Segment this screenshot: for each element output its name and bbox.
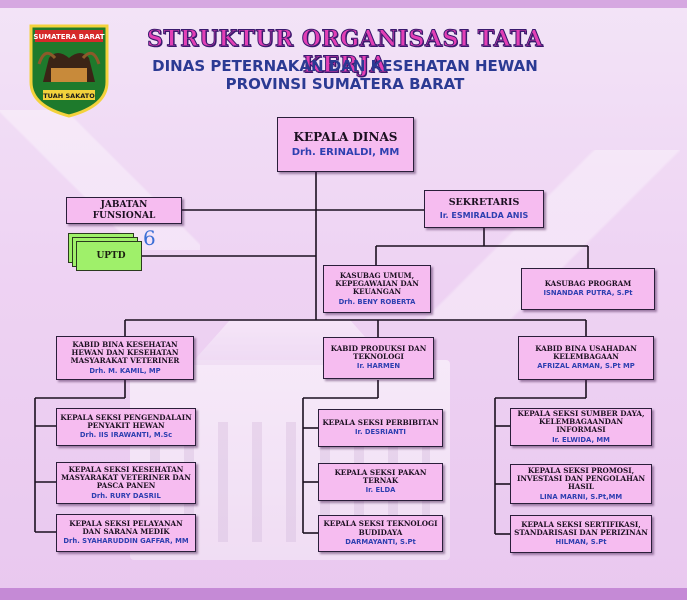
node-jabatan-fungsional-title: JABATAN FUNSIONAL bbox=[92, 200, 156, 221]
node-seksi-sumberdaya-title: KEPALA SEKSI SUMBER DAYA, KELEMBAGAANDAN… bbox=[517, 408, 645, 435]
node-seksi-promosi-name: LINA MARNI, S.Pt,MM bbox=[539, 492, 623, 501]
node-seksi-pelayanan-title: KEPALA SEKSI PELAYANAN DAN SARANA MEDIK bbox=[69, 518, 183, 537]
node-kasubag-umum-name: Drh. BENY ROBERTA bbox=[338, 297, 416, 306]
node-seksi-perbibitan: KEPALA SEKSI PERBIBITAN Ir. DESRIANTI bbox=[318, 409, 443, 447]
node-seksi-pengendalian: KEPALA SEKSI PENGENDALAIN PENYAKIT HEWAN… bbox=[56, 408, 196, 446]
node-sekretaris-title: SEKRETARIS bbox=[448, 196, 520, 208]
node-jabatan-fungsional: JABATAN FUNSIONAL bbox=[66, 197, 182, 224]
node-seksi-sumberdaya: KEPALA SEKSI SUMBER DAYA, KELEMBAGAANDAN… bbox=[510, 408, 652, 446]
node-kepala-dinas-title: KEPALA DINAS bbox=[293, 129, 398, 144]
node-kasubag-program-name: ISNANDAR PUTRA, S.Pt bbox=[543, 289, 633, 298]
node-seksi-pakan: KEPALA SEKSI PAKAN TERNAK Ir. ELDA bbox=[318, 463, 443, 501]
node-kepala-dinas-name: Drh. ERINALDI, MM bbox=[291, 146, 400, 158]
node-kabid-usaha-name: AFRIZAL ARMAN, S.Pt MP bbox=[537, 362, 635, 371]
node-seksi-pakan-name: Ir. ELDA bbox=[365, 486, 396, 495]
node-kabid-produksi-title: KABID PRODUKSI DAN TEKNOLOGI bbox=[330, 343, 427, 362]
page-subtitle-agency: DINAS PETERNAKAN DAN KESEHATAN HEWAN bbox=[152, 57, 538, 75]
node-seksi-kesmavet: KEPALA SEKSI KESEHATAN MASYARAKAT VETERI… bbox=[56, 462, 196, 504]
node-kasubag-umum: KASUBAG UMUM, KEPEGAWAIAN DAN KEUANGAN D… bbox=[323, 265, 431, 313]
node-seksi-kesmavet-name: Drh. RURY DASRIL bbox=[91, 491, 161, 500]
node-kabid-kesehatan-name: Drh. M. KAMIL, MP bbox=[89, 366, 161, 375]
node-kasubag-program: KASUBAG PROGRAM ISNANDAR PUTRA, S.Pt bbox=[521, 268, 655, 310]
node-uptd-title: UPTD bbox=[96, 251, 126, 261]
node-sekretaris-name: Ir. ESMIRALDA ANIS bbox=[439, 210, 529, 220]
node-seksi-sertifikasi-title: KEPALA SEKSI SERTIFIKASI, STANDARISASI D… bbox=[514, 519, 648, 538]
uptd-page-front bbox=[76, 241, 142, 271]
logo-top-text: SUMATERA BARAT bbox=[33, 33, 104, 41]
node-seksi-perbibitan-name: Ir. DESRIANTI bbox=[355, 428, 406, 437]
province-logo: SUMATERA BARAT TUAH SAKATO bbox=[29, 24, 109, 118]
node-seksi-promosi: KEPALA SEKSI PROMOSI, INVESTASI DAN PENG… bbox=[510, 464, 652, 504]
handwritten-annotation: 6 bbox=[143, 226, 156, 250]
node-kabid-usaha: KABID BINA USAHADAN KELEMBAGAAN AFRIZAL … bbox=[518, 336, 654, 380]
node-kasubag-umum-title: KASUBAG UMUM, KEPEGAWAIAN DAN KEUANGAN bbox=[335, 270, 419, 297]
node-seksi-pengendalian-title: KEPALA SEKSI PENGENDALAIN PENYAKIT HEWAN bbox=[60, 412, 192, 431]
node-kabid-produksi: KABID PRODUKSI DAN TEKNOLOGI Ir. HARMEN bbox=[323, 337, 434, 379]
page-title: STRUKTUR ORGANISASI TATA KERJA bbox=[146, 26, 544, 79]
top-band bbox=[0, 0, 687, 8]
node-seksi-teknologi: KEPALA SEKSI TEKNOLOGI BUDIDAYA DARMAYAN… bbox=[318, 515, 443, 552]
node-seksi-teknologi-title: KEPALA SEKSI TEKNOLOGI BUDIDAYA bbox=[323, 519, 438, 537]
node-seksi-kesmavet-title: KEPALA SEKSI KESEHATAN MASYARAKAT VETERI… bbox=[61, 464, 191, 491]
node-seksi-pengendalian-name: Drh. IIS IRAWANTI, M.Sc bbox=[79, 431, 173, 440]
background-roof-left bbox=[0, 110, 200, 250]
node-seksi-perbibitan-title: KEPALA SEKSI PERBIBITAN bbox=[322, 417, 439, 427]
node-kabid-kesehatan: KABID BINA KESEHATAN HEWAN DAN KESEHATAN… bbox=[56, 336, 194, 380]
node-seksi-pelayanan-name: Drh. SYAHARUDDIN GAFFAR, MM bbox=[63, 537, 189, 546]
node-kasubag-program-title: KASUBAG PROGRAM bbox=[544, 278, 632, 288]
node-seksi-pakan-title: KEPALA SEKSI PAKAN TERNAK bbox=[334, 467, 427, 486]
bottom-band bbox=[0, 588, 687, 600]
node-seksi-sertifikasi-name: HILMAN, S.Pt bbox=[555, 538, 607, 547]
page-subtitle-province: PROVINSI SUMATERA BARAT bbox=[225, 75, 465, 93]
node-sekretaris: SEKRETARIS Ir. ESMIRALDA ANIS bbox=[424, 190, 544, 228]
node-seksi-sumberdaya-name: Ir. ELWIDA, MM bbox=[552, 435, 610, 444]
node-seksi-promosi-title: KEPALA SEKSI PROMOSI, INVESTASI DAN PENG… bbox=[516, 465, 646, 492]
node-kepala-dinas: KEPALA DINAS Drh. ERINALDI, MM bbox=[277, 117, 414, 172]
node-seksi-pelayanan: KEPALA SEKSI PELAYANAN DAN SARANA MEDIK … bbox=[56, 514, 196, 552]
node-seksi-teknologi-name: DARMAYANTI, S.Pt bbox=[345, 537, 416, 546]
node-kabid-kesehatan-title: KABID BINA KESEHATAN HEWAN DAN KESEHATAN… bbox=[70, 339, 180, 366]
node-kabid-usaha-title: KABID BINA USAHADAN KELEMBAGAAN bbox=[535, 343, 637, 362]
node-kabid-produksi-name: Ir. HARMEN bbox=[356, 362, 401, 371]
logo-bottom-text: TUAH SAKATO bbox=[43, 92, 95, 100]
node-seksi-sertifikasi: KEPALA SEKSI SERTIFIKASI, STANDARISASI D… bbox=[510, 515, 652, 553]
